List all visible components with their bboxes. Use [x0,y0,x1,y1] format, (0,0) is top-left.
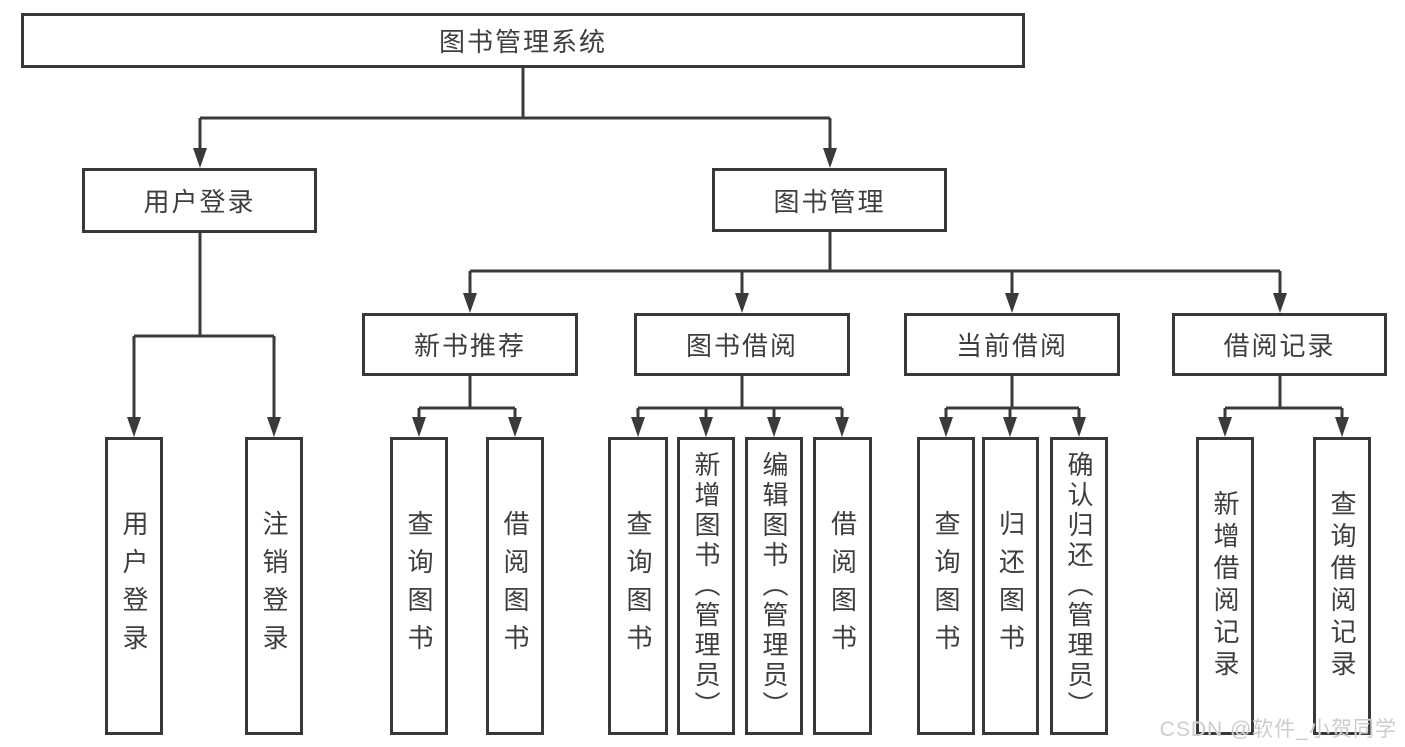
leaf-borrow-books-recommend: 借阅图书 [486,437,544,735]
leaf-edit-books-admin: 编辑图书（管理员） [745,437,803,735]
leaf-label: 新增图书（管理员） [691,451,721,721]
leaf-confirm-return-admin: 确认归还（管理员） [1050,437,1108,735]
leaf-label: 借阅图书 [827,510,858,662]
leaf-logout-login: 注销登录 [245,437,303,735]
leaf-user-login: 用户登录 [105,437,163,735]
leaf-label: 查询借阅记录 [1327,490,1357,682]
leaf-borrow-books: 借阅图书 [813,437,872,735]
node-new-book-recommendation: 新书推荐 [362,313,578,376]
edges-book-borrowing [631,376,849,437]
leaf-query-books-recommend: 查询图书 [390,437,448,735]
leaf-label: 查询图书 [623,510,653,662]
leaf-label: 用户登录 [119,510,149,662]
leaf-query-books-current: 查询图书 [917,437,975,735]
leaf-label: 新增借阅记录 [1210,490,1240,682]
edges-root [193,68,837,168]
node-borrowing-records: 借阅记录 [1172,313,1387,376]
watermark-text: CSDN @软件_小贺同学 [1159,718,1397,741]
leaf-return-books: 归还图书 [982,437,1039,735]
leaf-label: 查询图书 [404,510,434,662]
edges-book-management [463,232,1287,313]
edges-borrowing-records [1218,376,1349,437]
node-current-borrowing: 当前借阅 [904,313,1120,376]
leaf-query-borrow-record: 查询借阅记录 [1313,437,1371,735]
leaf-label: 注销登录 [259,510,289,662]
node-book-borrowing: 图书借阅 [634,313,850,376]
node-library-management-system: 图书管理系统 [21,13,1025,68]
node-user-login: 用户登录 [82,168,317,233]
edges-current-borrowing [939,376,1086,437]
leaf-label: 编辑图书（管理员） [759,451,789,721]
leaf-add-borrow-record: 新增借阅记录 [1196,437,1254,735]
leaf-label: 确认归还（管理员） [1064,451,1094,721]
leaf-add-books-admin: 新增图书（管理员） [677,437,735,735]
leaf-label: 查询图书 [931,510,961,662]
leaf-label: 借阅图书 [500,510,530,662]
edges-user-login [127,233,281,437]
leaf-query-books-borrow: 查询图书 [608,437,668,735]
leaf-label: 归还图书 [995,510,1026,662]
node-book-management: 图书管理 [712,168,947,232]
edges-new-book-recommendation [412,376,522,437]
